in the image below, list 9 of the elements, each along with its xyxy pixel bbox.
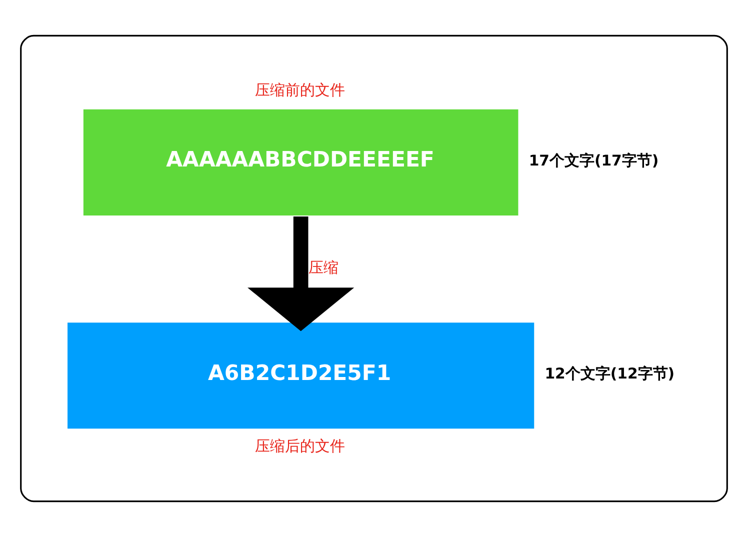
node-label: 17个文字(17字节) [528, 152, 659, 170]
edge-label: 压缩 [308, 259, 338, 276]
arrow [248, 216, 354, 332]
node-label: 压缩后的文件 [255, 438, 346, 456]
cluster [20, 34, 728, 502]
node-box: A6B2C1D2E5F1 [68, 322, 534, 429]
node-box: AAAAAABBCDDEEEEEF [83, 109, 518, 216]
node-label: 12个文字(12字节) [544, 365, 675, 382]
node-label: 压缩前的文件 [255, 82, 346, 99]
